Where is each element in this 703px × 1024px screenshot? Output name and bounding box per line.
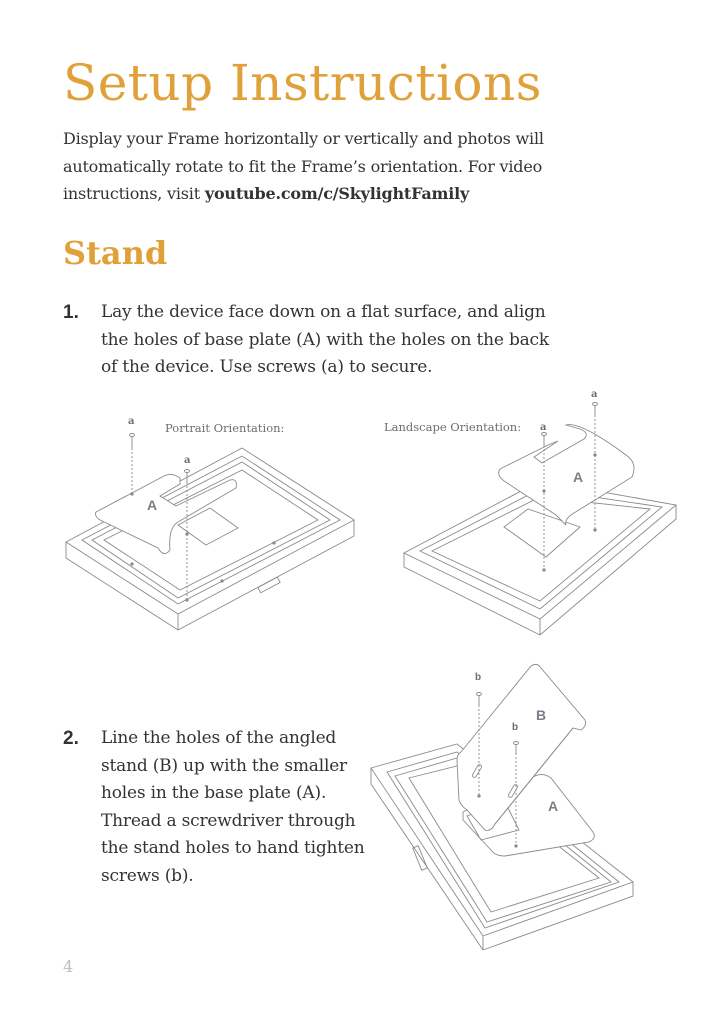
part-label-a: A (548, 798, 559, 814)
screw-icon (184, 469, 190, 484)
screw-icon (476, 692, 482, 705)
portrait-frame-illustration (65, 433, 355, 631)
stand-illustration (370, 663, 634, 951)
portrait-orientation-diagram: Portrait Orientation: a a A (60, 400, 370, 650)
screw-label-a: a (540, 422, 547, 433)
part-label-a: A (573, 469, 584, 485)
screw-label-b: b (512, 722, 519, 733)
landscape-caption: Landscape Orientation: (384, 420, 522, 434)
step-text: Line the holes of the angled stand (B) u… (101, 728, 365, 886)
screw-label-a: a (128, 416, 135, 427)
screw-label-b: b (475, 672, 482, 683)
screw-icon (129, 433, 135, 448)
angled-stand-diagram: b b B A (365, 660, 645, 960)
page-title: Setup Instructions (63, 54, 542, 112)
landscape-frame-illustration (403, 402, 678, 636)
step-text: Lay the device face down on a flat surfa… (101, 302, 549, 377)
screw-icon (541, 432, 547, 447)
screw-label-a: a (591, 389, 598, 400)
page-number: 4 (63, 957, 74, 976)
portrait-caption: Portrait Orientation: (165, 421, 285, 435)
step-number: 2. (63, 728, 79, 749)
step-number: 1. (63, 302, 79, 323)
youtube-link[interactable]: youtube.com/c/SkylightFamily (204, 184, 470, 203)
landscape-orientation-diagram: Landscape Orientation: a a A (380, 385, 690, 645)
screw-icon (592, 402, 598, 417)
intro-text: Display your Frame horizontally or verti… (63, 129, 544, 203)
screw-icon (513, 741, 519, 754)
part-label-a: A (147, 497, 158, 513)
part-label-b: B (536, 707, 547, 723)
section-title-stand: Stand (63, 234, 168, 272)
screw-label-a: a (184, 455, 191, 466)
intro-paragraph: Display your Frame horizontally or verti… (63, 125, 583, 208)
